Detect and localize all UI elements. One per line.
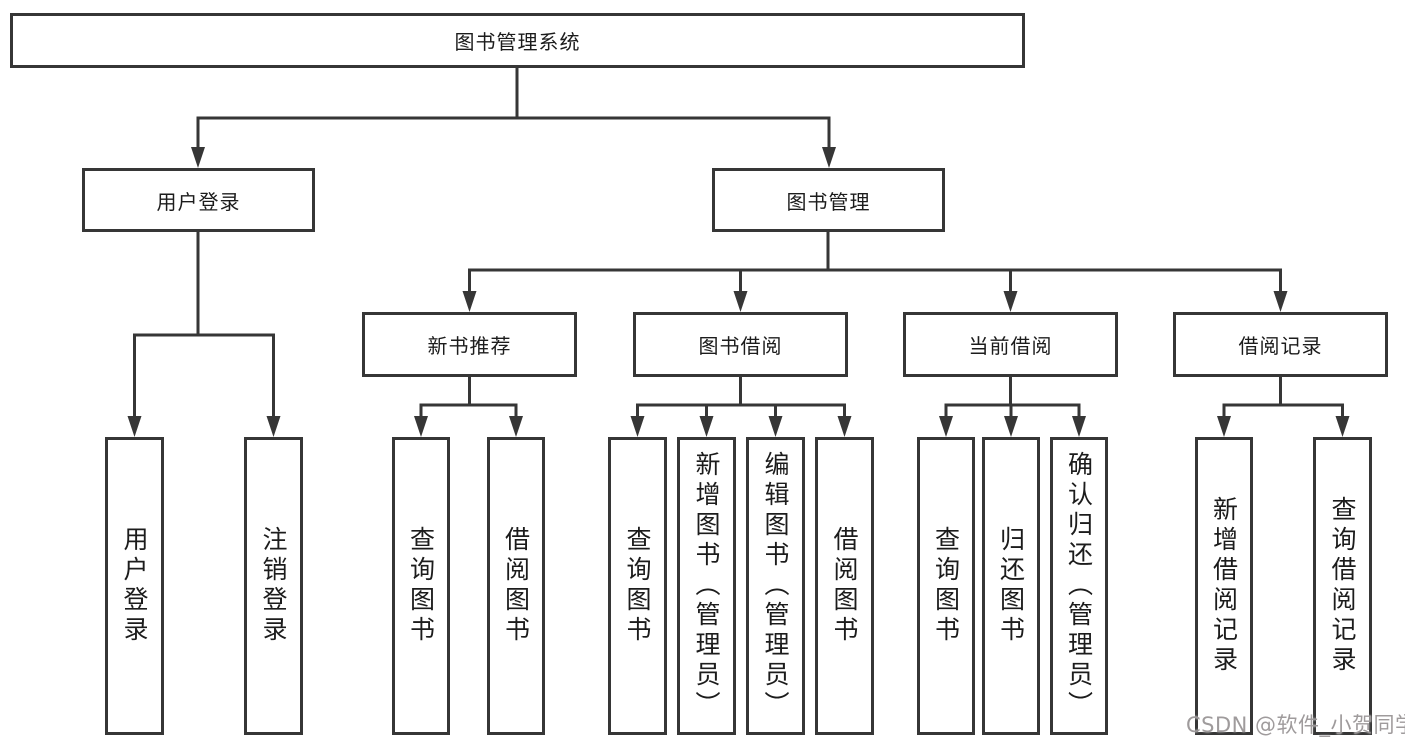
node-label: 图书管理 (786, 189, 871, 214)
leaf-query-books-3: 查询图书 (917, 437, 975, 735)
leaf-query-borrow-record: 查询借阅记录 (1313, 437, 1372, 735)
node-book-management: 图书管理 (712, 168, 945, 232)
node-label: 归还图书 (996, 526, 1026, 646)
csdn-watermark: CSDN @软件_小贺同学 (1186, 713, 1405, 737)
node-label: 新增借阅记录 (1209, 496, 1239, 676)
leaf-return-books: 归还图书 (982, 437, 1040, 735)
node-label: 借阅记录 (1238, 334, 1323, 358)
leaf-user-login: 用户登录 (105, 437, 164, 735)
leaf-confirm-return-admin: 确认归还（管理员） (1050, 437, 1108, 735)
node-label: 注销登录 (259, 526, 288, 646)
arrowheads (127, 147, 1350, 437)
node-label: 编辑图书（管理员） (761, 451, 790, 721)
node-label: 新增图书（管理员） (692, 451, 721, 721)
leaf-query-books-2: 查询图书 (608, 437, 667, 735)
node-label: 图书借阅 (698, 334, 783, 358)
leaf-add-borrow-record: 新增借阅记录 (1195, 437, 1253, 735)
leaf-add-books-admin: 新增图书（管理员） (677, 437, 736, 735)
leaf-query-books-1: 查询图书 (392, 437, 450, 735)
node-user-login-group: 用户登录 (82, 168, 315, 232)
leaf-borrow-books-2: 借阅图书 (815, 437, 874, 735)
node-book-borrowing: 图书借阅 (633, 312, 848, 377)
node-label: 查询图书 (931, 526, 961, 646)
node-label: 查询借阅记录 (1328, 496, 1357, 676)
node-label: 确认归还（管理员） (1064, 451, 1094, 721)
node-borrowing-records: 借阅记录 (1173, 312, 1388, 377)
node-label: 查询图书 (623, 526, 652, 646)
node-library-management-system: 图书管理系统 (10, 13, 1025, 68)
node-label: 当前借阅 (968, 334, 1053, 358)
node-label: 图书管理系统 (454, 30, 581, 54)
node-label: 用户登录 (120, 526, 149, 646)
leaf-edit-books-admin: 编辑图书（管理员） (746, 437, 805, 735)
node-label: 借阅图书 (830, 526, 859, 646)
node-label: 借阅图书 (501, 526, 531, 646)
node-label: 查询图书 (406, 526, 436, 646)
node-label: 用户登录 (156, 189, 241, 214)
node-new-book-recommendation: 新书推荐 (362, 312, 577, 377)
node-label: 新书推荐 (427, 334, 512, 358)
leaf-borrow-books-1: 借阅图书 (487, 437, 545, 735)
leaf-logout: 注销登录 (244, 437, 303, 735)
node-current-borrowing: 当前借阅 (903, 312, 1118, 377)
